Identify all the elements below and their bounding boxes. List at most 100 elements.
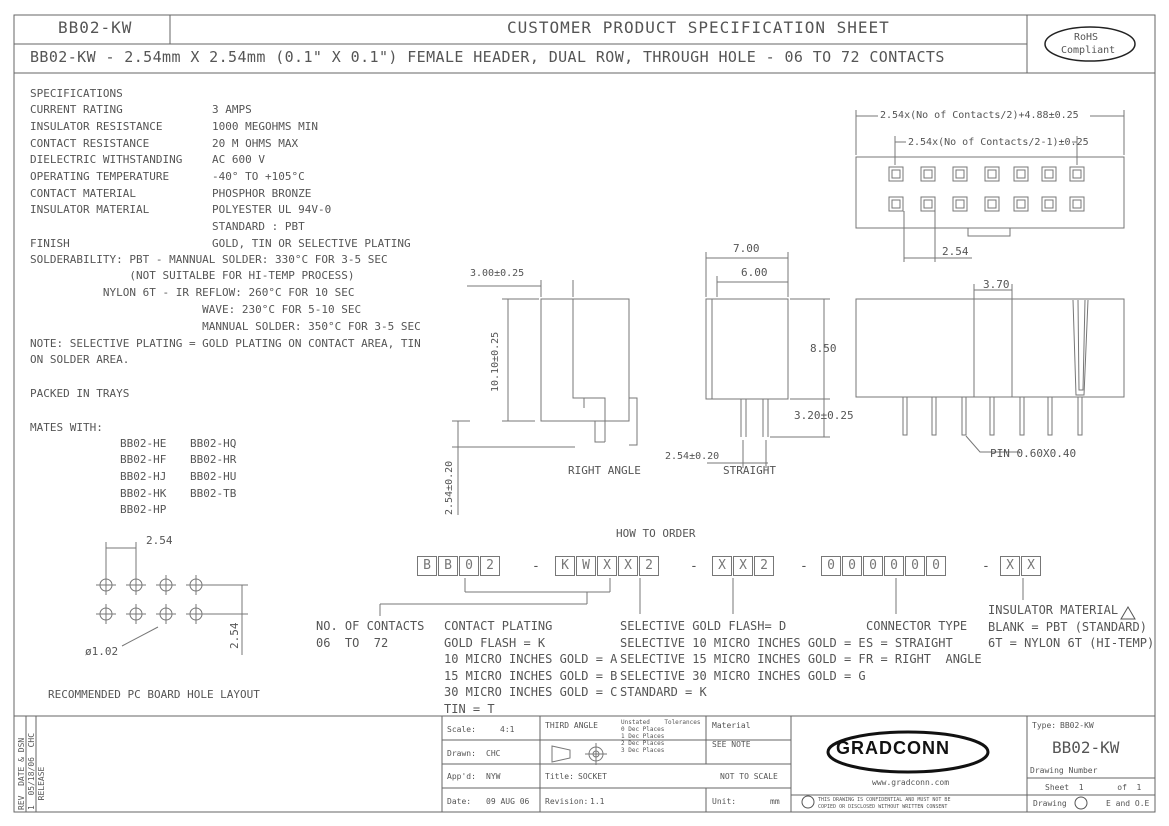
- top-dim-pitch-span: 2.54x(No of Contacts/2-1)±0.25: [908, 137, 1089, 148]
- contacts-option: NO. OF CONTACTS: [316, 619, 425, 633]
- selective-option: SELECTIVE 15 MICRO INCHES GOLD = F: [620, 652, 866, 667]
- spec-label: CONTACT MATERIAL: [30, 187, 136, 200]
- scale-label: Scale:: [447, 725, 476, 734]
- mates-item: BB02-HQ: [190, 437, 237, 450]
- product-description: BB02-KW - 2.54mm X 2.54mm (0.1" X 0.1") …: [30, 48, 945, 66]
- order-code-cell: X: [618, 556, 638, 576]
- material-label: Material: [712, 721, 751, 730]
- appd-value: NYW: [486, 772, 501, 781]
- spec-label: INSULATOR MATERIAL: [30, 203, 150, 216]
- order-code-cell: 2: [639, 556, 659, 576]
- insulator-option: INSULATOR MATERIAL: [988, 603, 1119, 617]
- spec-value: AC 600 V: [212, 153, 265, 166]
- solder-line-1: SOLDERABILITY: PBT - MANNUAL SOLDER: 330…: [30, 253, 388, 266]
- spec-label: CONTACT RESISTANCE: [30, 137, 150, 150]
- spec-value: STANDARD : PBT: [212, 220, 305, 233]
- solder-line-5: MANNUAL SOLDER: 350°C FOR 3-5 SEC: [30, 320, 421, 333]
- order-code-cell: 0: [459, 556, 479, 576]
- connector-option: CONNECTOR TYPE: [866, 619, 968, 633]
- mates-item: BB02-HE: [120, 437, 167, 450]
- spec-label: OPERATING TEMPERATURE: [30, 170, 170, 183]
- spec-label: FINISH: [30, 237, 70, 250]
- straight-tail: 3.20±0.25: [794, 409, 854, 422]
- order-code-cell: X: [1021, 556, 1041, 576]
- selective-option: SELECTIVE GOLD FLASH= D: [620, 619, 787, 633]
- ra-pin-dim: 2.54±0.20: [444, 460, 455, 515]
- top-dim-overall: 2.54x(No of Contacts/2)+4.88±0.25: [880, 110, 1079, 121]
- unit-label: Unit:: [712, 797, 737, 806]
- tol-3: 1 Dec Places: [621, 733, 665, 740]
- top-dim-pitch: 2.54: [942, 245, 969, 258]
- spec-value: -40° TO +105°C: [212, 170, 305, 183]
- mates-item: BB02-HU: [190, 470, 237, 483]
- straight-width-2: 6.00: [741, 266, 768, 279]
- spec-label: CURRENT RATING: [30, 103, 123, 116]
- tol-4: 2 Dec Places: [621, 740, 665, 747]
- gradconn-logo: GRADCONN: [836, 738, 950, 758]
- drawn-value: CHC: [486, 749, 501, 758]
- part-number-header: BB02-KW: [58, 18, 133, 37]
- order-code-cell: W: [576, 556, 596, 576]
- note-line-2: ON SOLDER AREA.: [30, 353, 130, 366]
- order-code-cell: 0: [842, 556, 862, 576]
- order-dash: -: [690, 559, 698, 574]
- rev-history-3: RELEASE: [37, 766, 46, 810]
- selective-option: SELECTIVE 30 MICRO INCHES GOLD = G: [620, 668, 866, 683]
- mates-item: BB02-HR: [190, 453, 237, 466]
- pcb-pitch-v: 2.54: [228, 622, 241, 650]
- front-dim: 3.70: [983, 278, 1010, 291]
- plating-option: GOLD FLASH = K: [444, 635, 546, 650]
- specs-heading: SPECIFICATIONS: [30, 87, 123, 100]
- tol-1: Unstated Tolerances: [621, 719, 701, 726]
- drawing-label: Drawing: [1033, 799, 1067, 808]
- order-dash: -: [982, 559, 990, 574]
- spec-value: 3 AMPS: [212, 103, 252, 116]
- plating-option: 30 MICRO INCHES GOLD = C: [444, 685, 618, 700]
- order-code-cell: X: [733, 556, 753, 576]
- straight-width-1: 7.00: [733, 242, 760, 255]
- pcb-hole-dia: ø1.02: [85, 645, 119, 658]
- mates-item: BB02-HP: [120, 503, 167, 516]
- drawn-label: Drawn:: [447, 749, 476, 758]
- appd-label: App'd:: [447, 772, 476, 781]
- selective-option: SELECTIVE 10 MICRO INCHES GOLD = E: [620, 635, 866, 650]
- order-code-cell: 0: [821, 556, 841, 576]
- not-to-scale: NOT TO SCALE: [720, 772, 778, 781]
- scale-value: 4:1: [500, 725, 515, 734]
- order-code-cell: X: [597, 556, 617, 576]
- selective-option: STANDARD = K: [620, 685, 707, 700]
- revision-label: Revision:: [545, 797, 589, 806]
- drawing-number: BB02-KW: [1052, 738, 1120, 757]
- how-to-order-heading: HOW TO ORDER: [616, 527, 696, 540]
- pin-note: PIN 0.60X0.40: [990, 447, 1077, 460]
- title-value: SOCKET: [578, 772, 607, 781]
- solder-line-4: WAVE: 230°C FOR 5-10 SEC: [30, 303, 362, 316]
- order-code-cell: B: [438, 556, 458, 576]
- title-label: Title:: [545, 772, 574, 781]
- sheet-count: Sheet 1 of 1: [1045, 783, 1142, 792]
- insulator-option: 6T = NYLON 6T (HI-TEMP): [988, 636, 1155, 651]
- confidential-2: COPIED OR DISCLOSED WITHOUT WRITTEN CONS…: [818, 804, 948, 810]
- type-label: Type:: [1032, 721, 1057, 730]
- spec-value: PHOSPHOR BRONZE: [212, 187, 312, 200]
- ra-width-dim: 3.00±0.25: [470, 268, 525, 279]
- order-code-cell: 0: [884, 556, 904, 576]
- right-angle-label: RIGHT ANGLE: [568, 464, 641, 477]
- rohs-line2: Compliant: [1061, 45, 1116, 56]
- confidential-1: THIS DRAWING IS CONFIDENTIAL AND MUST NO…: [818, 797, 951, 803]
- rev-history-2: 1 05/18/06 CHC: [27, 732, 36, 810]
- tol-5: 3 Dec Places: [621, 747, 665, 754]
- connector-option: S = STRAIGHT: [866, 635, 953, 650]
- solder-line-3: NYLON 6T - IR REFLOW: 260°C FOR 10 SEC: [30, 286, 355, 299]
- order-code-cell: 0: [863, 556, 883, 576]
- pcb-layout-label: RECOMMENDED PC BOARD HOLE LAYOUT: [48, 688, 260, 701]
- insulator-option: BLANK = PBT (STANDARD): [988, 619, 1147, 634]
- mates-item: BB02-HK: [120, 487, 167, 500]
- spec-label: INSULATOR RESISTANCE: [30, 120, 163, 133]
- copyright-note: E and O.E: [1106, 799, 1150, 808]
- mates-label: MATES WITH:: [30, 421, 103, 434]
- drawing-number-label: Drawing Number: [1030, 766, 1098, 775]
- order-code-cell: B: [417, 556, 437, 576]
- plating-option: TIN = T: [444, 702, 495, 716]
